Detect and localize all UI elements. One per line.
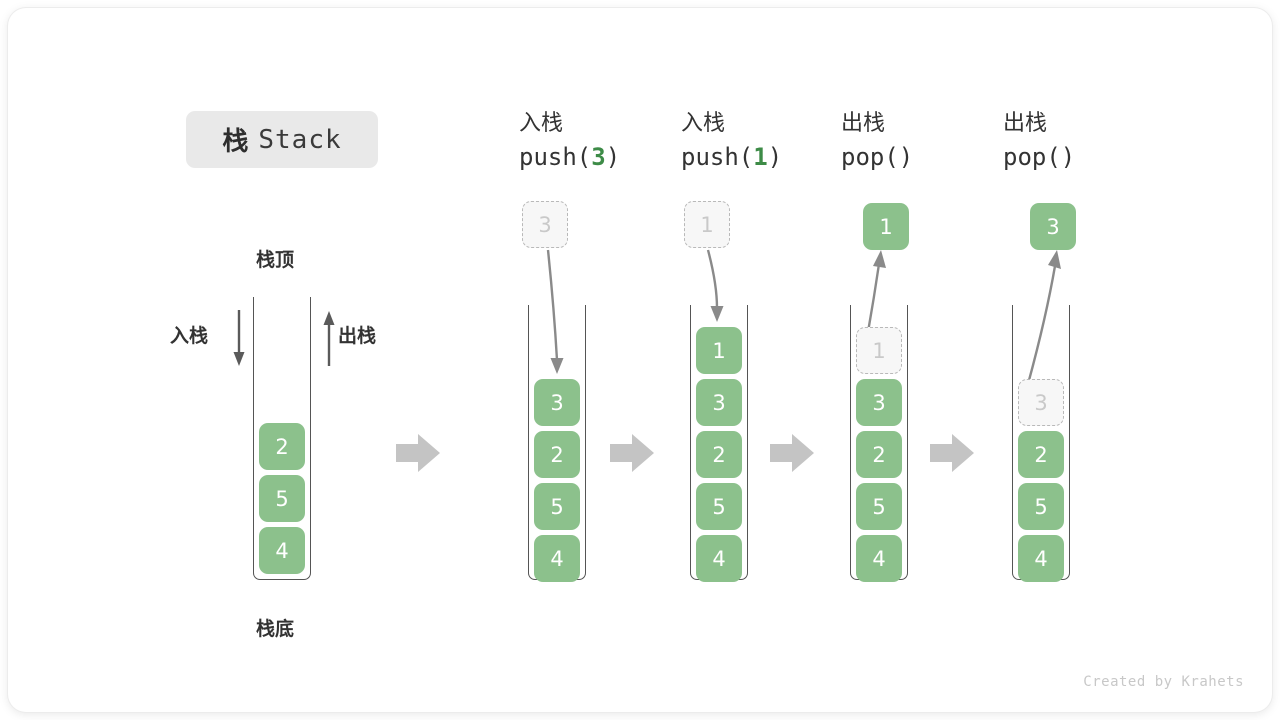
stack-cell: 5 [534,483,580,530]
title-chinese: 栈 [222,127,249,157]
flow-arrow-icon [396,434,440,472]
title-english: Stack [258,124,342,155]
diagram-page: 栈 Stack 栈顶 栈底 入栈 出栈 2 5 4 入栈 push(3) 3 3… [8,8,1272,712]
pop-side-label: 出栈 [338,325,377,347]
step-header-op: pop() [841,143,914,171]
step-header-cn: 出栈 [1003,111,1048,136]
step-header-op: pop() [1003,143,1076,171]
step-header-cn: 入栈 [519,111,564,136]
push-side-label: 入栈 [170,325,209,347]
diagram-canvas: 栈 Stack 栈顶 栈底 入栈 出栈 2 5 4 入栈 push(3) 3 3… [8,8,1272,712]
op-argument: 1 [753,143,768,171]
stack-bottom-label: 栈底 [256,618,295,640]
stack-cell: 4 [696,535,742,582]
floating-cell-popped: 1 [863,203,909,250]
stack-top-label: 栈顶 [256,249,295,271]
stack-cell: 4 [259,527,305,574]
step-header-push-1: 入栈 push(1) [681,108,861,174]
stack-cell: 3 [856,379,902,426]
stack-cell: 3 [534,379,580,426]
pop-motion-arrow-icon [1026,250,1061,385]
pop-direction-arrow-icon [323,311,335,366]
step-header-cn: 出栈 [841,111,886,136]
stack-cell: 2 [534,431,580,478]
step-header-push-3: 入栈 push(3) [519,108,699,174]
pop-motion-arrow-icon [866,250,886,333]
op-argument: 3 [591,143,606,171]
push-motion-arrow-icon [546,249,564,374]
stack-cell: 4 [856,535,902,582]
step-header-op: push(3) [519,143,621,171]
stack-cell: 2 [259,423,305,470]
flow-arrow-icon [930,434,974,472]
stack-cell: 5 [696,483,742,530]
step-header-cn: 入栈 [681,111,726,136]
stack-cell: 2 [856,431,902,478]
diagram-title-badge: 栈 Stack [186,111,378,168]
flow-arrow-icon [770,434,814,472]
stack-cell: 5 [1018,483,1064,530]
stack-cell: 3 [696,379,742,426]
stack-cell: 2 [1018,431,1064,478]
watermark-credit: Created by Krahets [1083,674,1244,690]
floating-cell-popped: 3 [1030,203,1076,250]
step-header-pop-3: 出栈 pop() [1003,108,1183,174]
stack-cell-ghost: 1 [856,327,902,374]
stack-cell: 1 [696,327,742,374]
floating-cell-ghost: 1 [684,201,730,248]
flow-arrow-icon [610,434,654,472]
stack-cell: 5 [259,475,305,522]
stack-cell: 4 [534,535,580,582]
floating-cell-ghost: 3 [522,201,568,248]
step-header-op: push(1) [681,143,783,171]
push-motion-arrow-icon [706,249,724,322]
stack-cell: 2 [696,431,742,478]
stack-cell: 5 [856,483,902,530]
push-direction-arrow-icon [233,310,245,366]
stack-container-initial [253,297,311,580]
stack-cell-ghost: 3 [1018,379,1064,426]
stack-cell: 4 [1018,535,1064,582]
step-header-pop-1: 出栈 pop() [841,108,1021,174]
